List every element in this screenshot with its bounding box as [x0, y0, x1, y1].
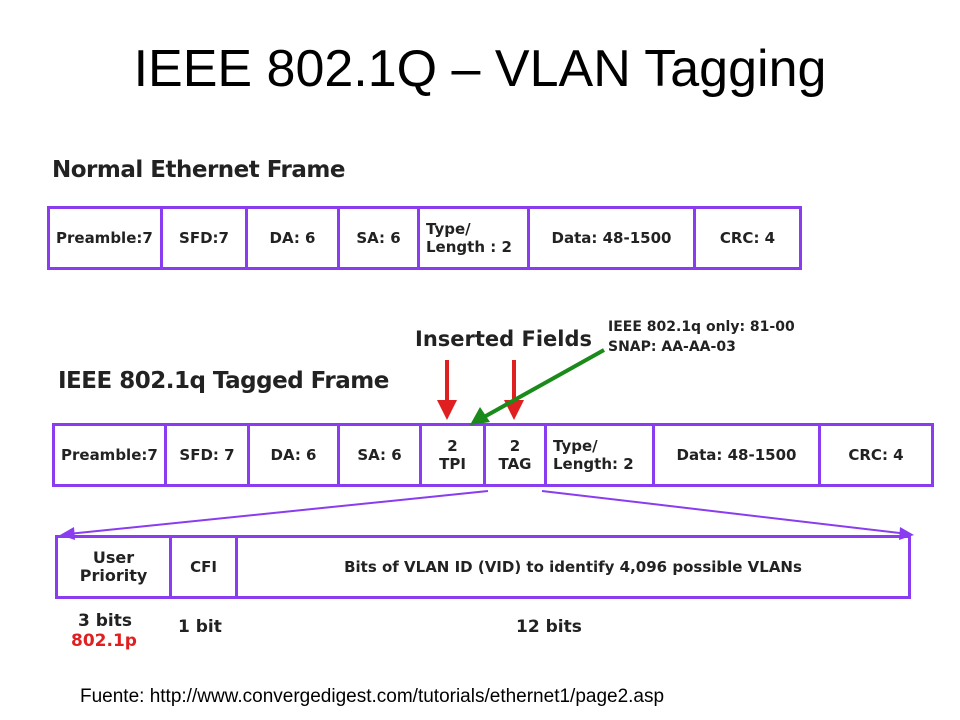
red-arrowhead-tpi — [437, 400, 457, 420]
tag-field-user-priority: User Priority — [58, 538, 172, 596]
normal-field-preamble: Preamble:7 — [50, 209, 163, 267]
bits-cfi-label: 1 bit — [178, 617, 222, 637]
inserted-fields-label: Inserted Fields — [415, 327, 593, 351]
tpi-value-note-line1: IEEE 802.1q only: 81-00 — [608, 319, 795, 335]
source-citation: Fuente: http://www.convergedigest.com/tu… — [80, 686, 665, 707]
tagged-field-preamble: Preamble:7 — [55, 426, 167, 484]
slide-title: IEEE 802.1Q – VLAN Tagging — [133, 40, 827, 98]
tagged-ethernet-frame: Preamble:7 SFD: 7 DA: 6 SA: 6 2 TPI 2 TA… — [52, 423, 934, 487]
normal-field-da: DA: 6 — [248, 209, 340, 267]
tag-detail-frame: User Priority CFI Bits of VLAN ID (VID) … — [55, 535, 911, 599]
tagged-field-sa: SA: 6 — [340, 426, 422, 484]
green-arrowhead — [470, 407, 490, 425]
normal-field-crc: CRC: 4 — [719, 229, 776, 247]
tagged-field-sfd: SFD: 7 — [167, 426, 250, 484]
expansion-arrowhead-left — [60, 527, 75, 540]
bits-priority-label: 3 bits — [78, 611, 132, 631]
normal-field-type-length: Type/ Length : 2 — [420, 209, 530, 267]
bits-vlan-id-label: 12 bits — [516, 617, 582, 637]
tagged-frame-label: IEEE 802.1q Tagged Frame — [58, 368, 389, 394]
expansion-line-left — [67, 490, 489, 535]
expansion-arrowhead-right — [899, 527, 914, 540]
normal-frame-label: Normal Ethernet Frame — [52, 157, 345, 183]
normal-field-data: Data: 48-1500 — [530, 209, 696, 267]
tagged-field-type-length: Type/ Length: 2 — [547, 426, 655, 484]
tagged-field-data: Data: 48-1500 — [655, 426, 821, 484]
tag-field-cfi: CFI — [172, 538, 238, 596]
tpi-value-note-line2: SNAP: AA-AA-03 — [608, 339, 736, 355]
priority-standard-label: 802.1p — [71, 631, 137, 651]
normal-ethernet-frame: Preamble:7 SFD:7 DA: 6 SA: 6 Type/ Lengt… — [47, 206, 802, 270]
expansion-line-right — [541, 490, 909, 535]
normal-field-sfd: SFD:7 — [163, 209, 248, 267]
tagged-field-da: DA: 6 — [250, 426, 340, 484]
green-arrow — [483, 348, 605, 419]
tagged-field-crc: CRC: 4 — [848, 446, 904, 464]
normal-field-sa: SA: 6 — [340, 209, 420, 267]
tagged-field-tag: 2 TAG — [486, 426, 547, 484]
tagged-field-tpi: 2 TPI — [422, 426, 486, 484]
tag-field-vlan-id: Bits of VLAN ID (VID) to identify 4,096 … — [344, 558, 802, 576]
